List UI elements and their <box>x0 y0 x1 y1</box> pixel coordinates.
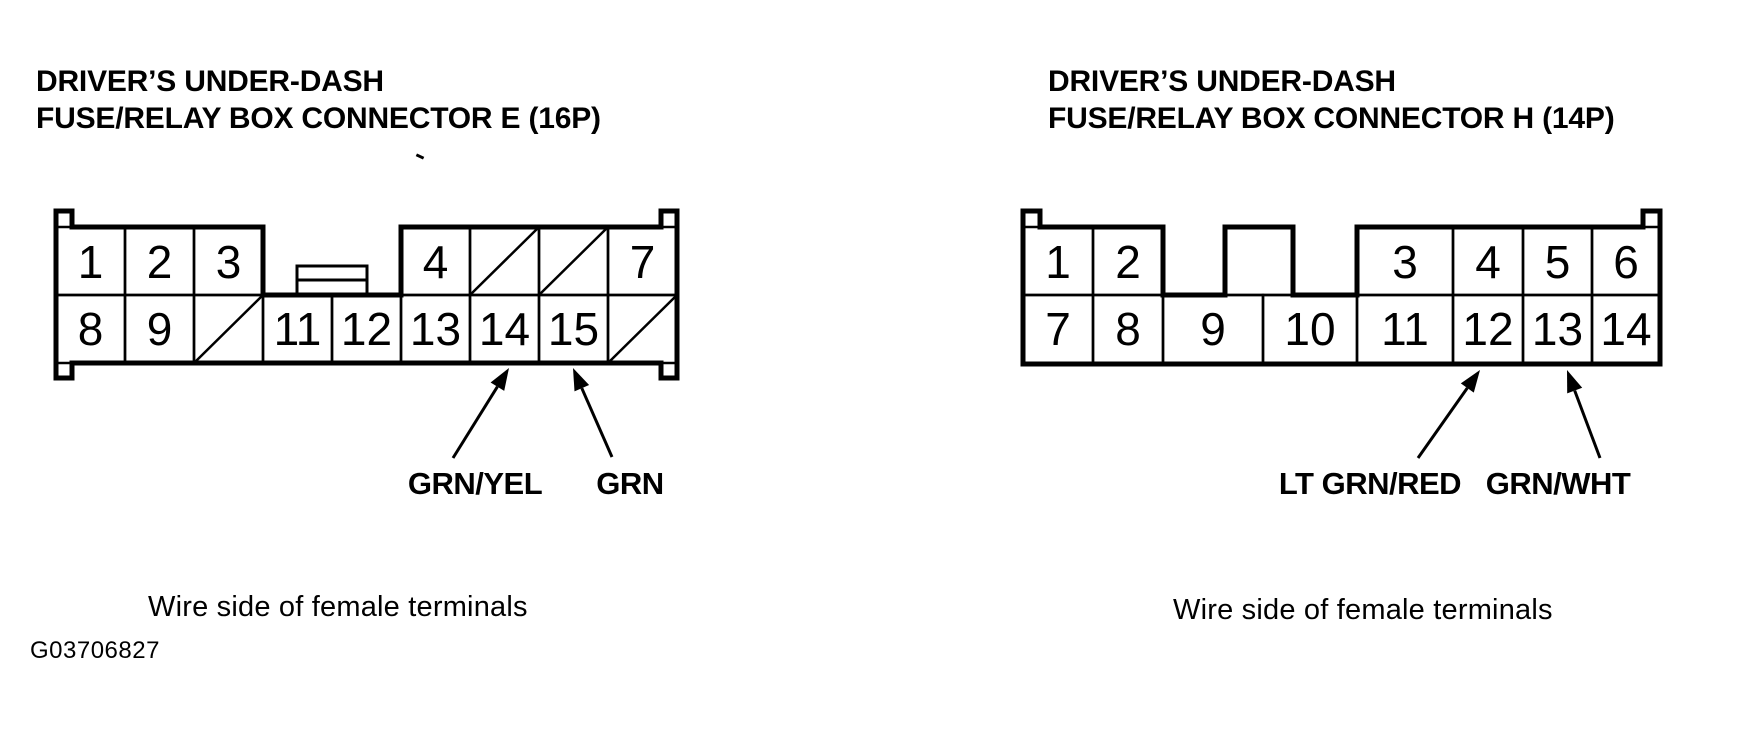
pin-number: 1 <box>1045 236 1071 288</box>
pin-number: 14 <box>479 303 530 355</box>
connector-h-casing-outline <box>1020 208 1663 367</box>
pin-number: 4 <box>1475 236 1501 288</box>
pin-number: 11 <box>274 303 322 355</box>
connector-e-diagram: 1 2 3 4 7 8 9 11 12 13 14 15 <box>53 208 680 501</box>
pin-number: 7 <box>1045 303 1071 355</box>
wire-color-label: GRN/YEL <box>408 466 542 501</box>
blocked-cell-diagonal <box>607 294 678 364</box>
wire-color-label: GRN <box>596 466 663 501</box>
wire-arrow-lt-grn-red <box>1416 370 1480 459</box>
pin-number: 9 <box>147 303 173 355</box>
arrow-head <box>573 368 590 392</box>
center-ridge-tab <box>295 264 369 297</box>
wire-arrow-grn <box>573 368 614 458</box>
connector-e-casing-outline <box>53 208 680 381</box>
arrow-head <box>1567 370 1583 394</box>
arrow-head <box>490 368 509 391</box>
figure-code: G03706827 <box>30 637 160 664</box>
pin-number: 4 <box>423 236 449 288</box>
pin-number: 3 <box>216 236 242 288</box>
pin-number: 3 <box>1392 236 1418 288</box>
pin-number: 15 <box>548 303 599 355</box>
connector-h-title-line2: FUSE/RELAY BOX CONNECTOR H (14P) <box>1048 102 1615 135</box>
connector-e-caption: Wire side of female terminals <box>148 591 528 623</box>
arrow-shaft <box>451 385 499 459</box>
connector-e-title-line1: DRIVER’S UNDER-DASH <box>36 65 384 98</box>
pin-number: 7 <box>630 236 656 288</box>
pin-number: 12 <box>341 303 392 355</box>
pin-number: 13 <box>1532 303 1583 355</box>
pin-number: 1 <box>78 236 104 288</box>
pin-number: 9 <box>1200 303 1226 355</box>
connector-h-top-row: 1 2 3 4 5 6 <box>1021 225 1662 297</box>
pin-number: 10 <box>1284 303 1335 355</box>
keyway-blank-cell <box>1223 225 1295 297</box>
arrow-head <box>1460 370 1480 393</box>
pin-number: 8 <box>1115 303 1141 355</box>
pin-number: 2 <box>147 236 173 288</box>
arrow-shaft <box>1573 390 1602 459</box>
connector-e-bottom-row: 8 9 11 12 13 14 15 <box>54 293 679 365</box>
wire-color-label: GRN/WHT <box>1486 466 1631 501</box>
connector-h-title: DRIVER’S UNDER-DASH FUSE/RELAY BOX CONNE… <box>1048 63 1615 137</box>
pin-number: 2 <box>1115 236 1141 288</box>
arrow-shaft <box>1416 387 1469 459</box>
pin-number: 5 <box>1545 236 1571 288</box>
blocked-cell-diagonal <box>469 226 540 296</box>
connector-h-diagram: 1 2 3 4 5 6 7 8 9 10 11 12 13 14 <box>1020 208 1663 501</box>
wire-arrow-grn-yel <box>451 368 509 459</box>
arrow-shaft <box>580 387 614 458</box>
scan-artifact-mark <box>415 153 425 160</box>
pin-number: 11 <box>1381 303 1429 355</box>
pin-number: 14 <box>1600 303 1651 355</box>
pin-number: 12 <box>1462 303 1513 355</box>
connector-e-title: DRIVER’S UNDER-DASH FUSE/RELAY BOX CONNE… <box>36 63 601 137</box>
connector-e-title-line2: FUSE/RELAY BOX CONNECTOR E (16P) <box>36 102 601 135</box>
connector-h-title-line1: DRIVER’S UNDER-DASH <box>1048 65 1396 98</box>
wire-color-label: LT GRN/RED <box>1279 466 1461 501</box>
blocked-cell-diagonal <box>538 226 609 296</box>
blocked-cell-diagonal <box>193 294 264 364</box>
wire-arrow-grn-wht <box>1567 370 1602 459</box>
connector-h-bottom-row: 7 8 9 10 11 12 13 14 <box>1021 293 1662 366</box>
connector-h-caption: Wire side of female terminals <box>1173 594 1553 626</box>
pin-number: 13 <box>410 303 461 355</box>
pin-number: 8 <box>78 303 104 355</box>
pin-number: 6 <box>1613 236 1639 288</box>
